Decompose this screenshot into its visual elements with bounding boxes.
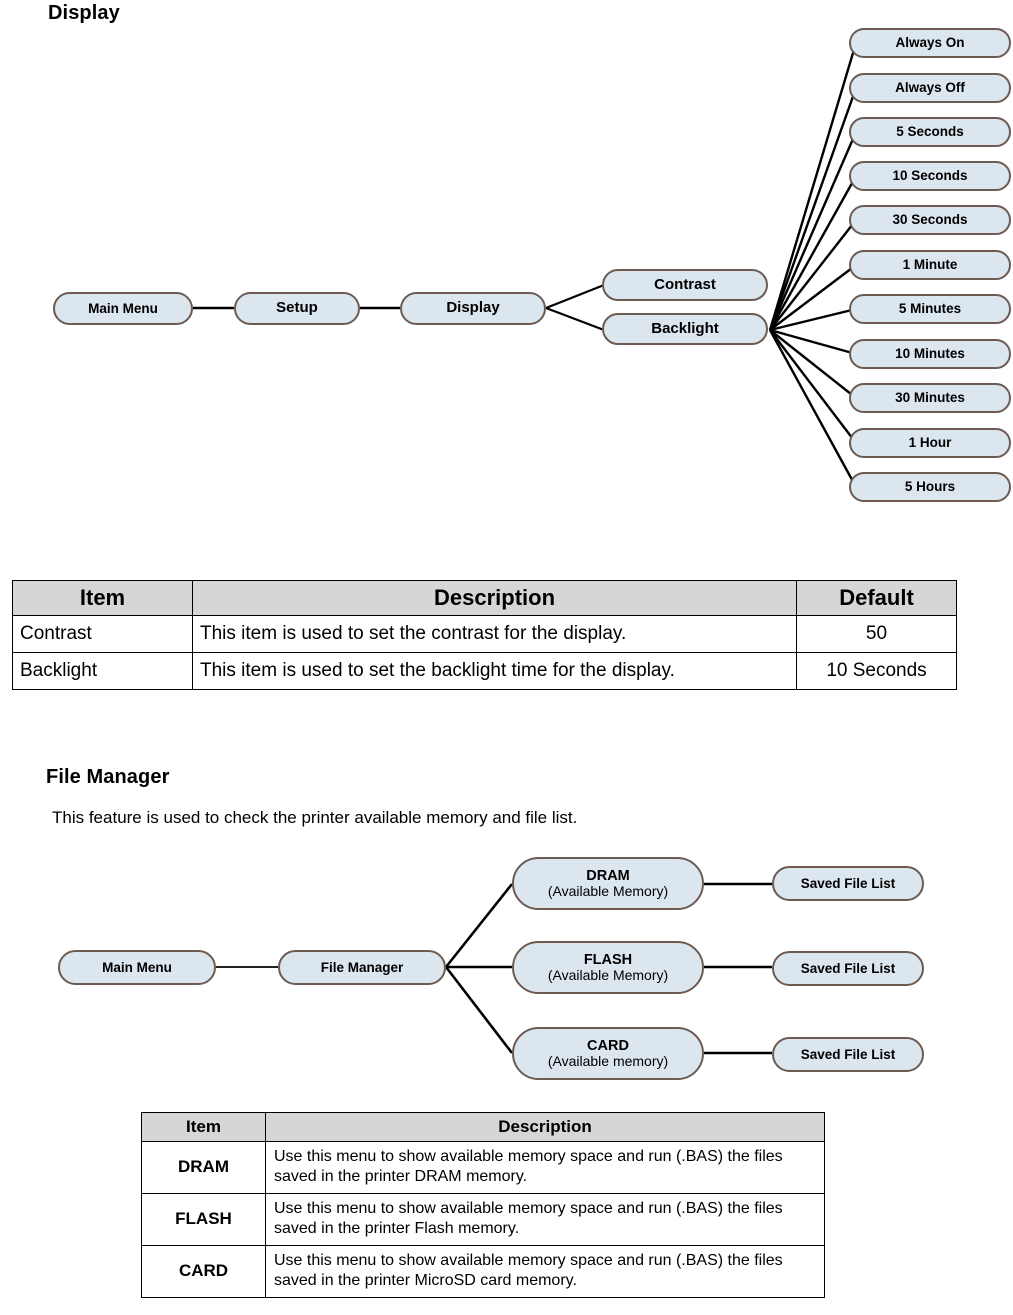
node-label: 5 Hours <box>904 479 956 495</box>
cell-description: Use this menu to show available memory s… <box>265 1141 825 1194</box>
node-label: Setup <box>276 299 318 317</box>
file-manager-section-heading: File Manager <box>46 766 170 788</box>
cell-item: CARD <box>141 1244 266 1298</box>
node-label-line2: (Available Memory) <box>547 882 669 899</box>
node-backlight-option-1-hour[interactable]: 1 Hour <box>849 428 1011 458</box>
column-header-description: Description <box>192 580 797 616</box>
node-backlight-option-1-minute[interactable]: 1 Minute <box>849 250 1011 280</box>
node-backlight-option-5-hours[interactable]: 5 Hours <box>849 472 1011 502</box>
table-row: FLASH Use this menu to show available me… <box>141 1192 825 1246</box>
node-label: 30 Seconds <box>892 212 968 228</box>
node-backlight-option-30-seconds[interactable]: 30 Seconds <box>849 205 1011 235</box>
cell-description: Use this menu to show available memory s… <box>265 1244 825 1298</box>
display-settings-table: Item Description Default Contrast This i… <box>12 580 957 690</box>
cell-description: This item is used to set the backlight t… <box>192 652 797 690</box>
cell-default: 10 Seconds <box>796 652 957 690</box>
node-label: Contrast <box>654 275 716 293</box>
node-backlight-option-10-seconds[interactable]: 10 Seconds <box>849 161 1011 191</box>
node-label-line1: CARD <box>587 1037 629 1054</box>
node-label: 1 Minute <box>902 257 958 273</box>
node-dram[interactable]: DRAM (Available Memory) <box>512 857 704 910</box>
node-backlight-option-10-minutes[interactable]: 10 Minutes <box>849 339 1011 369</box>
node-label: Main Menu <box>102 959 172 975</box>
column-header-description: Description <box>265 1112 825 1142</box>
node-label: 30 Minutes <box>895 390 965 406</box>
node-label: Display <box>446 299 500 317</box>
node-label: 5 Minutes <box>898 301 962 317</box>
node-label: File Manager <box>320 959 404 975</box>
table-header-row: Item Description <box>141 1112 825 1142</box>
node-backlight-option-always-on[interactable]: Always On <box>849 28 1011 58</box>
node-file-manager[interactable]: File Manager <box>278 950 446 985</box>
file-manager-table: Item Description DRAM Use this menu to s… <box>141 1112 825 1298</box>
node-flash[interactable]: FLASH (Available Memory) <box>512 941 704 994</box>
node-contrast[interactable]: Contrast <box>602 269 768 301</box>
node-label: Always Off <box>895 80 965 96</box>
cell-item: Backlight <box>12 652 193 690</box>
node-label: Saved File List <box>800 1046 896 1062</box>
table-row: CARD Use this menu to show available mem… <box>141 1244 825 1298</box>
cell-description: This item is used to set the contrast fo… <box>192 615 797 653</box>
cell-item: FLASH <box>141 1192 266 1246</box>
table-row: Contrast This item is used to set the co… <box>12 615 957 653</box>
node-backlight-option-always-off[interactable]: Always Off <box>849 73 1011 103</box>
display-table-wrap: Item Description Default Contrast This i… <box>12 580 957 690</box>
cell-item: DRAM <box>141 1141 266 1194</box>
node-label: Saved File List <box>800 960 896 976</box>
node-display[interactable]: Display <box>400 292 546 325</box>
node-main-menu-file-manager[interactable]: Main Menu <box>58 950 216 985</box>
column-header-item: Item <box>141 1112 266 1142</box>
node-label: Always On <box>895 35 965 51</box>
node-label-line2: (Available memory) <box>547 1052 669 1069</box>
cell-description: Use this menu to show available memory s… <box>265 1192 825 1246</box>
node-main-menu-display[interactable]: Main Menu <box>53 292 193 325</box>
node-label-line1: DRAM <box>586 867 630 884</box>
node-label: Main Menu <box>88 300 158 316</box>
node-backlight-option-5-seconds[interactable]: 5 Seconds <box>849 117 1011 147</box>
node-label: 10 Minutes <box>895 346 965 362</box>
node-saved-file-list-card[interactable]: Saved File List <box>772 1037 924 1072</box>
column-header-item: Item <box>12 580 193 616</box>
table-row: Backlight This item is used to set the b… <box>12 652 957 690</box>
node-backlight-option-5-minutes[interactable]: 5 Minutes <box>849 294 1011 324</box>
node-label: 10 Seconds <box>892 168 968 184</box>
node-label: Saved File List <box>800 875 896 891</box>
column-header-default: Default <box>796 580 957 616</box>
node-label: Backlight <box>651 319 719 337</box>
display-section-heading: Display <box>48 2 120 24</box>
node-label-line2: (Available Memory) <box>547 966 669 983</box>
cell-default: 50 <box>796 615 957 653</box>
node-saved-file-list-dram[interactable]: Saved File List <box>772 866 924 901</box>
node-saved-file-list-flash[interactable]: Saved File List <box>772 951 924 986</box>
node-label: 5 Seconds <box>896 124 964 140</box>
file-manager-intro-text: This feature is used to check the printe… <box>52 808 578 827</box>
node-backlight[interactable]: Backlight <box>602 313 768 345</box>
node-label-line1: FLASH <box>583 951 633 968</box>
node-setup[interactable]: Setup <box>234 292 360 325</box>
node-backlight-option-30-minutes[interactable]: 30 Minutes <box>849 383 1011 413</box>
node-card[interactable]: CARD (Available memory) <box>512 1027 704 1080</box>
node-label: 1 Hour <box>908 435 952 451</box>
display-diagram-connectors <box>193 42 858 488</box>
table-header-row: Item Description Default <box>12 580 957 616</box>
cell-item: Contrast <box>12 615 193 653</box>
table-row: DRAM Use this menu to show available mem… <box>141 1141 825 1194</box>
file-manager-table-wrap: Item Description DRAM Use this menu to s… <box>141 1112 825 1298</box>
